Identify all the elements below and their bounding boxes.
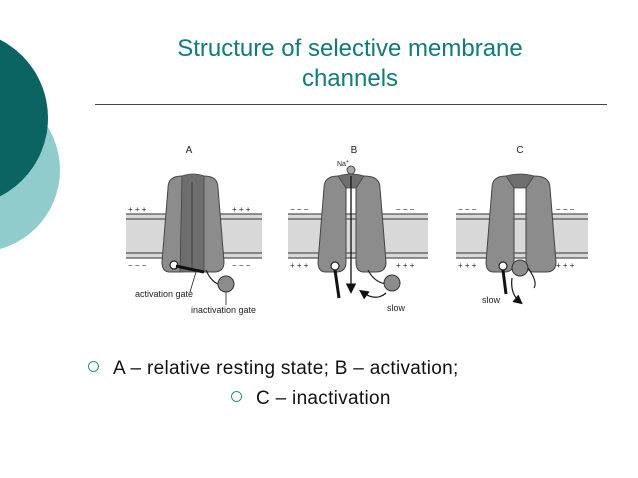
charge-outside-left-b: − − −	[290, 205, 309, 214]
membrane-c	[456, 214, 588, 258]
panel-label-a: A	[186, 145, 193, 156]
charge-inside-right-c: + + +	[556, 261, 575, 270]
charge-inside-left-a: − − −	[128, 261, 147, 270]
inactivation-ball-b	[383, 274, 401, 292]
title-divider	[95, 104, 607, 105]
charge-inside-right-b: + + +	[396, 261, 415, 270]
slow-arrow-b	[359, 289, 387, 300]
bullet-item-2: C – inactivation	[231, 388, 391, 410]
charge-outside-right-c: − − −	[556, 205, 575, 214]
channel-protein-a	[161, 173, 225, 273]
slow-arrow-c	[511, 277, 523, 305]
charge-outside-right-a: + + +	[232, 205, 251, 214]
slide-title: Structure of selective membrane channels	[95, 34, 605, 94]
panel-b: B Na+ − − − − − − + + + + + + slow	[288, 145, 428, 313]
activation-gate-hinge-c	[498, 261, 508, 271]
bullet-marker	[231, 391, 242, 402]
charge-outside-left-a: + + +	[128, 205, 147, 214]
charge-inside-right-a: − − −	[232, 261, 251, 270]
activation-gate-hinge-b	[330, 261, 340, 271]
activation-gate-a	[175, 264, 205, 274]
bullet-text-2: C – inactivation	[256, 388, 391, 409]
bullet-text-1: A – relative resting state; B – activati…	[113, 358, 459, 379]
slow-label-b: slow	[387, 303, 406, 313]
title-line-1: Structure of selective membrane	[177, 35, 523, 62]
bullet-item-1: A – relative resting state; B – activati…	[88, 358, 459, 380]
ion-label: Na+	[337, 159, 349, 168]
charge-inside-left-c: + + +	[458, 261, 477, 270]
panel-a: A + + + + + + − − − − − − act	[126, 145, 262, 315]
title-line-2: channels	[301, 65, 399, 92]
activation-gate-b	[333, 269, 341, 299]
dark-teal-circle	[0, 39, 48, 197]
inactivation-ball-a	[217, 275, 235, 293]
panel-label-b: B	[351, 145, 358, 156]
panel-c: C − − − − − − + + + + + + slow	[456, 145, 588, 305]
slow-label-c: slow	[482, 295, 501, 305]
panel-label-c: C	[516, 145, 523, 156]
charge-inside-left-b: + + +	[290, 261, 309, 270]
sodium-ion	[346, 165, 356, 175]
charge-outside-left-c: − − −	[458, 205, 477, 214]
inactivation-ball-c	[511, 259, 529, 277]
activation-gate-c	[501, 269, 508, 295]
bullet-marker	[88, 361, 99, 372]
activation-gate-label: activation gate	[135, 289, 193, 299]
channel-protein-b	[317, 173, 387, 273]
channel-protein-c	[485, 173, 557, 273]
inactivation-gate-label: inactivation gate	[191, 305, 256, 315]
charge-outside-right-b: − − −	[396, 205, 415, 214]
